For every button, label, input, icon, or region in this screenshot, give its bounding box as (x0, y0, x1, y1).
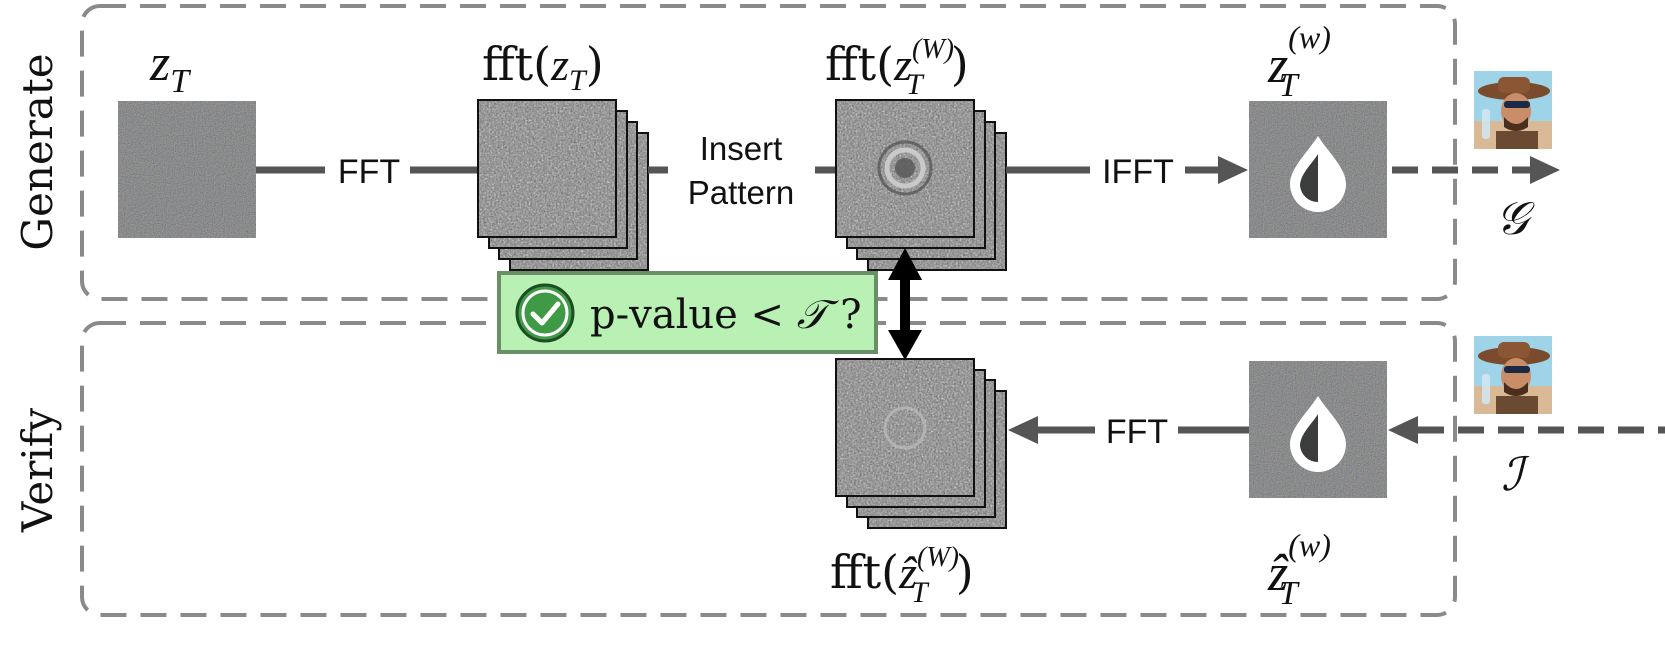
verify-section-box (80, 321, 1457, 617)
verify-fft-arrowhead (1008, 416, 1038, 444)
verify-input-symbol: ℐ (1501, 449, 1530, 500)
pvalue-check-text: p-value < 𝒯 ? (590, 292, 862, 338)
verify-input-arrowhead (1388, 416, 1418, 444)
fft-zt-stack (477, 99, 649, 271)
watermark-drop-icon (1290, 396, 1346, 472)
fft-zt-label: fft(zT) (482, 37, 604, 97)
ring-pattern (884, 147, 926, 189)
verify-fft-op-label: FFT (1106, 413, 1168, 451)
ztw-label: z(w)T (1267, 19, 1331, 104)
ifft-op-label: IFFT (1102, 153, 1174, 191)
verify-section-label: Verify (13, 408, 62, 533)
insert-pattern-label-line1: Insert (700, 130, 783, 167)
compare-arrowhead-up (888, 248, 922, 280)
generate-section-label: Generate (13, 53, 62, 250)
generate-section-box (80, 4, 1457, 301)
compare-arrowhead-down (888, 330, 922, 360)
fft-ztW-stack (835, 99, 1007, 271)
fft-zhatW-stack (835, 358, 1007, 529)
fft-op-label: FFT (338, 153, 400, 191)
watermark-drop-icon (1290, 136, 1346, 212)
fft-ztW-label: fft(z(W)T) (825, 34, 969, 101)
cowboy-photo-icon (1474, 336, 1552, 414)
generate-output-symbol: 𝒢 (1496, 193, 1536, 244)
generate-output-arrowhead (1530, 156, 1560, 184)
fft-zhatW-label: fft(ẑ(W)T) (830, 542, 974, 609)
zt-label: zT (149, 35, 191, 100)
insert-pattern-label-line2: Pattern (688, 174, 794, 211)
zhatw-label: ẑ(w)T (1267, 527, 1331, 612)
ifft-arrowhead (1218, 156, 1248, 184)
checkmark-circle-icon (515, 283, 575, 343)
zhatw-noise-image (1249, 361, 1387, 498)
cowboy-photo-icon (1474, 71, 1552, 149)
zt-noise-image (118, 101, 256, 238)
pvalue-check-box: p-value < 𝒯 ? (497, 271, 878, 354)
faint-ring-pattern (883, 406, 927, 450)
